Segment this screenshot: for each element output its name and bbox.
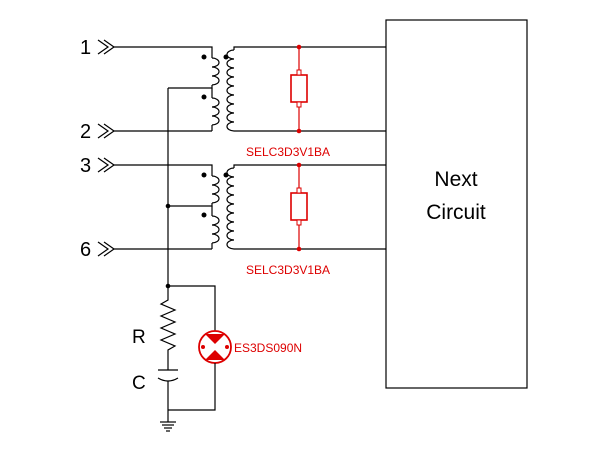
gdt-electrode-right: [225, 345, 229, 349]
pin-3-arrow: [97, 157, 116, 173]
transformer-2-phase-dot-mid: [201, 212, 207, 218]
pin-1-arrow: [97, 39, 116, 55]
transformer-1-primary-lower-coil: [211, 97, 220, 126]
gas-discharge-tube: ES3DS090N: [168, 330, 302, 411]
transformer-2-secondary-top: [233, 164, 386, 168]
capacitor-label: C: [132, 373, 146, 394]
center-tap-bus: [165, 88, 216, 331]
tvs-diode-2-body: [290, 192, 308, 221]
network-top-rail: [168, 285, 216, 331]
tvs-diode-2-node-top: [296, 162, 302, 168]
transformer-1-phase-dot-secondary: [223, 54, 229, 60]
gdt-electrode-left: [201, 345, 205, 349]
pin-1-label: 1: [80, 37, 91, 59]
gdt-triangle-top: [205, 334, 225, 344]
resistor-symbol: [159, 286, 177, 370]
tvs-diode-2-label: SELC3D3V1BA: [246, 263, 330, 277]
tvs-diode-1-pad-top: [296, 69, 302, 76]
resistor: R: [132, 286, 177, 370]
pin-6-label: 6: [80, 239, 91, 261]
transformer-2-primary-upper-coil: [211, 175, 220, 204]
tvs-diode-1-label: SELC3D3V1BA: [246, 145, 330, 159]
pin-6-arrow: [97, 241, 116, 257]
gdt-triangle-bottom: [205, 350, 225, 360]
tvs-diode-1-body: [290, 74, 308, 103]
tvs-diode-1-node-bottom: [296, 128, 302, 134]
transformer-2-phase-dot-top: [201, 172, 207, 178]
tvs-diode-2: SELC3D3V1BA: [246, 162, 330, 277]
transformer-1-secondary-top: [233, 46, 386, 50]
tvs-diode-1: SELC3D3V1BA: [246, 44, 330, 159]
transformer-1-primary-upper-coil: [211, 57, 220, 86]
junction-dot-tap-2: [165, 203, 171, 209]
ground-symbol: [160, 421, 176, 432]
capacitor: C: [132, 369, 179, 422]
transformer-2-primary-lower-coil: [211, 215, 220, 244]
tvs-diode-2-pad-top: [296, 187, 302, 194]
transformer-2-primary-top-lead: [198, 164, 213, 176]
next-circuit-block: Next Circuit: [385, 19, 528, 389]
capacitor-plate-bottom: [157, 377, 179, 382]
transformer-1-center-tap: [168, 85, 213, 89]
transformer-1-primary-top-lead: [198, 46, 213, 58]
next-circuit-box: [385, 19, 528, 389]
gdt-bottom-lead: [168, 363, 216, 411]
pin-2-label: 2: [80, 121, 91, 143]
pin-2-arrow: [97, 123, 116, 139]
transformer-2-secondary-coil: [226, 167, 235, 250]
connector-pin-3: 3: [80, 155, 198, 177]
resistor-label: R: [132, 327, 146, 348]
transformer-1-phase-dot-mid: [201, 94, 207, 100]
pin-3-label: 3: [80, 155, 91, 177]
transformer-2-center-tap: [168, 203, 213, 207]
transformer-1-phase-dot-top: [201, 54, 207, 60]
connector-pin-6: 6: [80, 239, 212, 261]
transformer-1-secondary-coil: [226, 49, 235, 132]
tvs-diode-2-pad-bottom: [296, 219, 302, 226]
tvs-diode-1-node-top: [296, 44, 302, 50]
gdt-label: ES3DS090N: [234, 341, 302, 355]
tvs-diode-2-node-bottom: [296, 246, 302, 252]
tvs-diode-1-pad-bottom: [296, 101, 302, 108]
transformer-1: [168, 46, 386, 132]
next-circuit-label-line2: Circuit: [426, 201, 486, 224]
connector-pin-1: 1: [80, 37, 198, 59]
transformer-2: [168, 164, 386, 250]
connector-pin-2: 2: [80, 121, 212, 143]
transformer-2-phase-dot-secondary: [223, 172, 229, 178]
next-circuit-label-line1: Next: [434, 168, 477, 191]
